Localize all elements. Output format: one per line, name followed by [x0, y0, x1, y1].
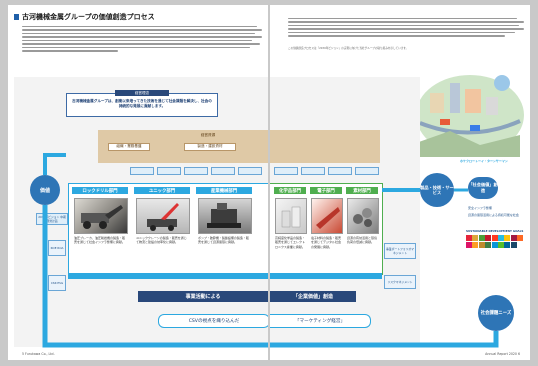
input-box — [211, 167, 235, 175]
philosophy-header: 経営理念 — [115, 90, 169, 96]
city-illustration — [410, 53, 526, 163]
dept-desc-chemical: 高純度化学品の製造・販売を通じてエレクトロニクス産業に貢献。 — [275, 236, 306, 249]
risk-tag: リスクマネジメント — [384, 275, 416, 289]
input-box — [184, 167, 208, 175]
machinery-image — [198, 198, 252, 234]
page-title: 古河機械金属グループの価値創造プロセス — [22, 13, 155, 21]
flow-arrows — [42, 153, 268, 348]
electronics-image — [311, 198, 343, 234]
title-accent — [14, 14, 19, 20]
dept-header-materials: 素材部門 — [346, 187, 378, 194]
right-footer: Annual Report 2020 6 — [485, 352, 520, 356]
portfolio-tag: 事業ポートフォリオマネジメント — [384, 243, 416, 259]
philosophy-box: 経営理念 古河機械金属グループは、創業以来培ってきた技術を通じて社会課題を解決し… — [66, 90, 218, 117]
input-box — [130, 167, 154, 175]
sdgs-icon-grid — [466, 235, 524, 267]
input-box — [301, 167, 325, 175]
intro-note: この価値創造プロセスは「2030年ビジョン」の実現に向けた当社グループの取り組み… — [288, 47, 409, 50]
dept-desc-electronics: 電子材料の製造・販売を通じてデジタル社会の発展に貢献。 — [311, 236, 342, 249]
dept-desc-materials: 資源の有効活用と環境負荷の低減に貢献。 — [347, 236, 378, 245]
left-page: 古河機械金属グループの価値創造プロセス 経営理念 古河機械金属グループは、創業以… — [8, 5, 268, 360]
materials-label: 製造・建設資材 — [184, 143, 236, 151]
bullet-2: 資源の循環活用による持続可能な社会 — [468, 213, 519, 217]
csr-tag: CSR ESG — [48, 275, 66, 291]
input-box — [328, 167, 352, 175]
sdg-icon — [485, 242, 492, 248]
dept-header-rockdrill: ロックドリル部門 — [72, 187, 128, 194]
business-activity-bar: 事業活動による — [138, 291, 268, 302]
sdg-icon — [478, 242, 485, 248]
roe-tag: ROE ROA — [48, 240, 66, 256]
dept-header-chemical: 化学品部門 — [274, 187, 306, 194]
dept-desc-machinery: ポンプ・破砕機・製錬設備の製造・販売を通じて資源循環に貢献。 — [198, 236, 249, 245]
business-base-bar-right — [270, 273, 382, 279]
sdg-icon — [504, 235, 511, 241]
dept-header-unic: ユニック部門 — [134, 187, 190, 194]
body-text — [288, 18, 524, 39]
csv-pill: CSVの視点を織り込んだ — [158, 314, 268, 328]
value-circle: 価値 — [30, 175, 60, 205]
right-page: この価値創造プロセスは「2030年ビジョン」の実現に向けた当社グループの取り組み… — [270, 5, 530, 360]
flow-arrows-right — [270, 188, 499, 348]
base-label: 組織・業務基盤 — [108, 143, 150, 151]
input-box — [157, 167, 181, 175]
rockdrill-image — [74, 198, 128, 234]
sdg-icon — [504, 242, 511, 248]
body-text — [22, 26, 262, 54]
sdg-icon — [491, 235, 498, 241]
products-circle: 製品・技術・サービス — [420, 173, 454, 207]
sdg-icon — [485, 235, 492, 241]
sdg-icon — [478, 235, 485, 241]
left-footer: 5 Furukawa Co., Ltd. — [22, 352, 55, 356]
sdg-icon — [472, 235, 479, 241]
social-needs-circle: 社会課題ニーズ — [478, 295, 514, 331]
marketing-pill: 「マーケティング経営」 — [270, 314, 371, 328]
sdg-icon — [466, 235, 472, 241]
dept-desc-rockdrill: 油圧ブレーカ、油圧削岩機の製造・販売を通じて社会インフラ整備に貢献。 — [74, 236, 125, 245]
input-box — [274, 167, 298, 175]
resources-band-right — [270, 130, 380, 163]
dept-header-machinery: 産業機械部門 — [196, 187, 252, 194]
sdg-icon — [498, 235, 504, 241]
vision-tag: ホケクロートーイ・ターンサーマン — [460, 159, 508, 163]
dept-desc-unic: ユニッククレーンの製造・販売を通じて物流と建設の効率化に貢献。 — [136, 236, 187, 245]
business-base-bar — [68, 273, 268, 279]
sdg-icon — [510, 235, 517, 241]
sdgs-block: SUSTAINABLE DEVELOPMENT GOALS — [466, 229, 524, 269]
resources-label: 経営資源 — [200, 133, 216, 137]
unic-crane-image — [136, 198, 190, 234]
sdgs-label: SUSTAINABLE DEVELOPMENT GOALS — [466, 229, 524, 233]
sdg-icon — [510, 242, 517, 248]
sdg-icon — [472, 242, 479, 248]
philosophy-text: 古河機械金属グループは、創業以来培ってきた技術を通じて社会課題を解決し、社会の持… — [72, 99, 212, 108]
input-box — [355, 167, 379, 175]
dept-header-electronics: 電子部門 — [310, 187, 342, 194]
materials-image — [347, 198, 379, 234]
bullet-1: 安全インフラ整備 — [468, 206, 492, 210]
sdg-icon — [491, 242, 498, 248]
social-value-circle: 「社会価値」創造 — [468, 177, 498, 199]
sdg-icon — [498, 242, 504, 248]
input-box — [238, 167, 262, 175]
corporate-value-bar: 「企業価値」創造 — [270, 291, 356, 302]
sdg-icon — [466, 242, 472, 248]
sdg-icon — [517, 235, 524, 241]
chemical-image — [275, 198, 307, 234]
